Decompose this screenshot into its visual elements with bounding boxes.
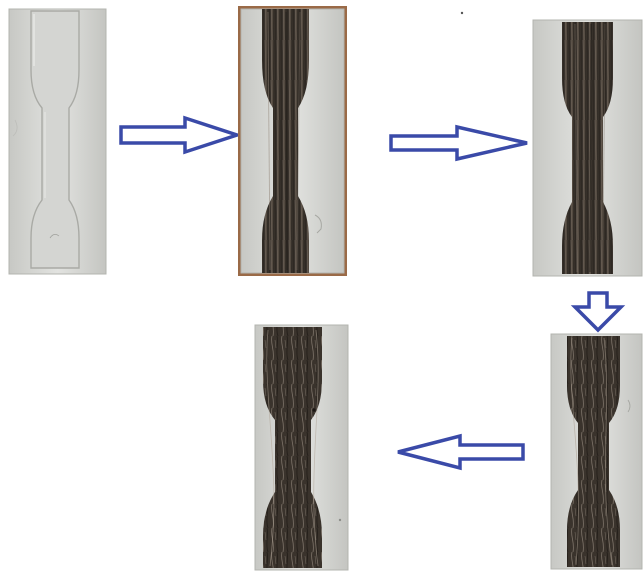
arrow-down-icon [575,293,621,330]
arrow-down [575,293,621,330]
arrow-right-icon [121,118,237,152]
arrow-right-2 [391,127,527,159]
arrow-right-1 [121,118,237,152]
arrow-left-icon [398,436,523,468]
step-5-final-specimen [255,325,348,570]
step-4-cured-specimen [551,334,642,569]
step-3-impregnated [533,20,642,276]
arrow-right-icon [391,127,527,159]
step-1-empty-mold [9,9,106,274]
arrow-left [398,436,523,468]
speck [461,12,463,14]
step-2-fiber-layup [238,6,347,276]
